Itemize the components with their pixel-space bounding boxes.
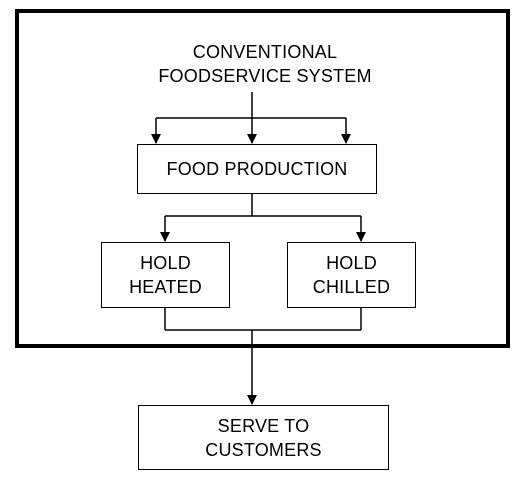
title-line-2: FOODSERVICE SYSTEM [158, 66, 372, 86]
hold-chilled-label-line-1: HOLD [326, 253, 377, 273]
hold-heated-label-line-2: HEATED [129, 277, 202, 297]
food-production-box: FOOD PRODUCTION [137, 144, 377, 194]
serve-to-customers-box: SERVE TO CUSTOMERS [138, 405, 389, 470]
hold-chilled-label-line-2: CHILLED [312, 277, 391, 297]
serve-label-line-2: CUSTOMERS [205, 439, 322, 460]
food-production-label: FOOD PRODUCTION [166, 159, 348, 179]
title-line-1: CONVENTIONAL [192, 42, 338, 62]
hold-heated-box: HOLD HEATED [101, 242, 230, 308]
conventional-system-frame [15, 9, 510, 348]
serve-label-line-1: SERVE TO [217, 415, 310, 436]
hold-heated-label-line-1: HOLD [140, 253, 191, 273]
hold-chilled-box: HOLD CHILLED [287, 242, 416, 308]
diagram-title: CONVENTIONAL FOODSERVICE SYSTEM [100, 40, 430, 88]
